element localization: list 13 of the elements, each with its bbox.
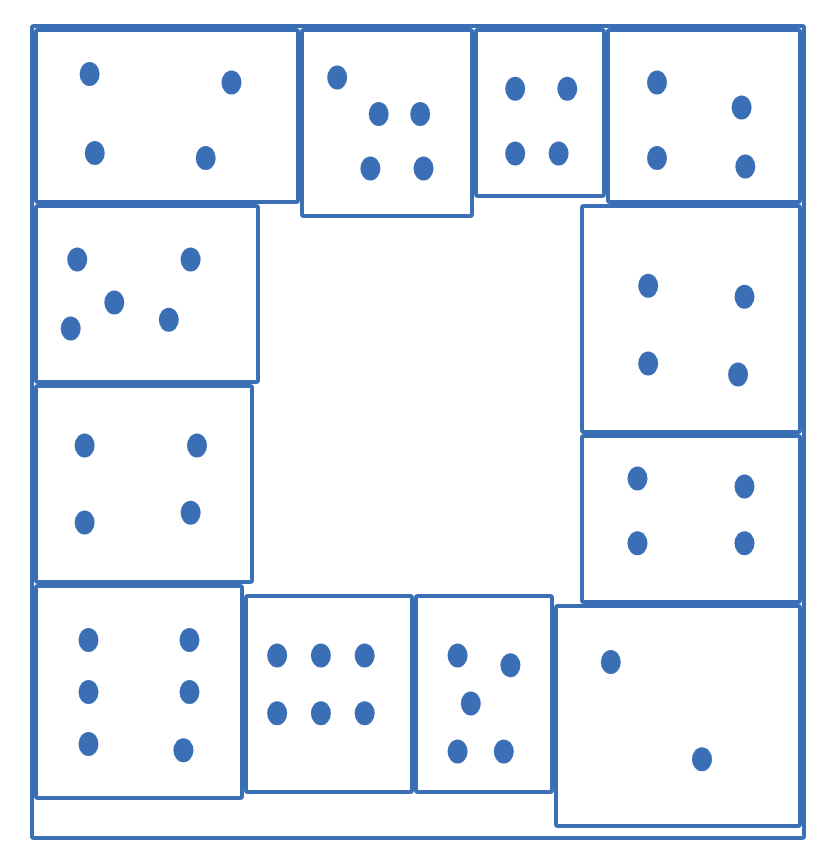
grid-cell [414,594,554,794]
grid-cell [34,28,300,204]
grid-cell [34,204,260,384]
grid-cell [34,384,254,584]
grid-cell [606,28,802,204]
grid-cell [244,594,414,794]
grid-cell [580,204,802,434]
outer-frame [30,24,806,840]
grid-cell [580,434,802,604]
grid-cell [34,584,244,800]
grid-cell [300,28,474,218]
grid-cell [474,28,606,198]
grid-cell [554,604,802,828]
